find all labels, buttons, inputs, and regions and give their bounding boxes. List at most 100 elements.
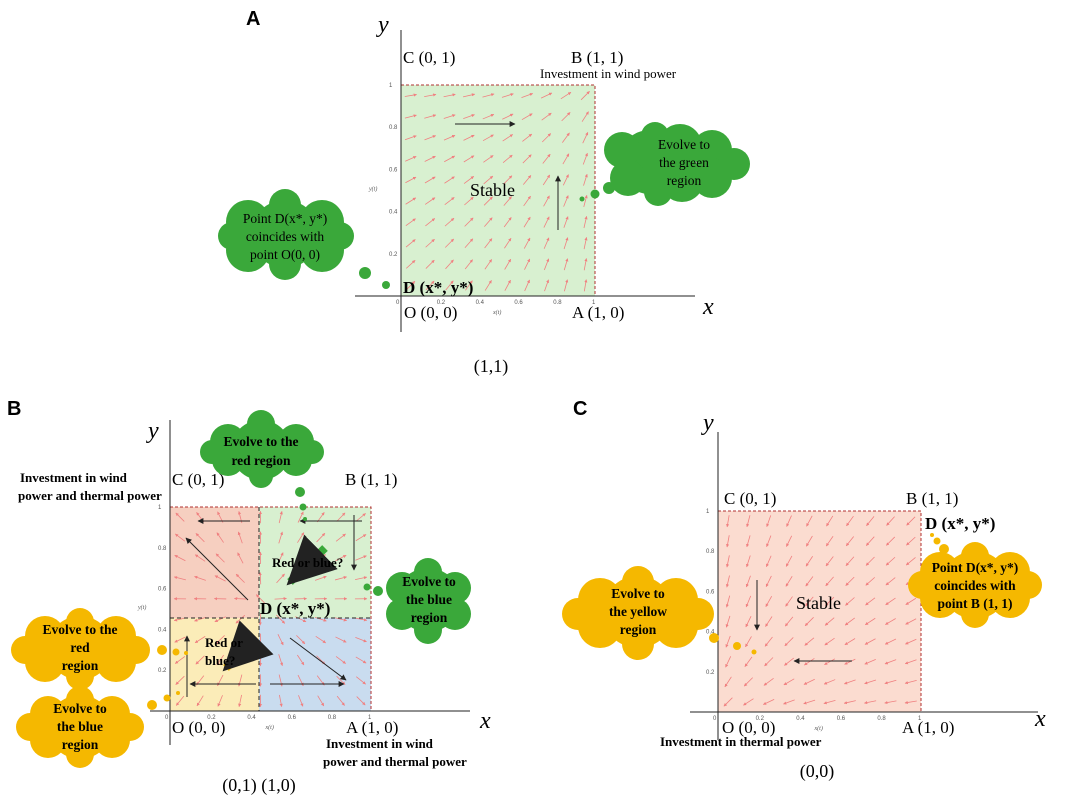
field-arrow	[214, 575, 226, 582]
field-arrow	[464, 259, 473, 270]
field-arrow	[865, 556, 875, 566]
field-arrow	[175, 512, 185, 522]
field-arrow	[277, 552, 284, 564]
panel-b-letter: B	[7, 398, 21, 420]
field-arrow	[235, 573, 245, 583]
y-tick-label: 0.8	[158, 546, 167, 552]
field-arrow	[905, 597, 917, 605]
field-arrow	[425, 259, 435, 269]
cloud-text-line-3: region	[62, 658, 99, 673]
x-tick-label: 1	[368, 715, 372, 721]
field-arrow	[463, 114, 475, 120]
field-arrow	[884, 638, 897, 645]
field-arrow	[803, 678, 815, 685]
cloud-text-line-2: coincides with	[934, 578, 1016, 593]
field-arrow	[503, 217, 512, 228]
panel-b-flow-arrows	[184, 515, 362, 697]
field-arrow	[278, 531, 284, 544]
field-arrow	[277, 634, 284, 646]
panel-b-point-d: D (x*, y*)	[260, 599, 330, 618]
field-arrow	[904, 700, 917, 705]
field-arrow	[864, 700, 877, 705]
field-arrow	[444, 155, 456, 163]
field-arrow	[504, 258, 512, 270]
panel-a-cloud-left: Point D(x*, y*) coincides with point O(0…	[218, 189, 390, 289]
panel-a-y-label: y	[376, 12, 389, 38]
field-arrow	[405, 239, 416, 248]
cloud-text-line-3: region	[667, 173, 702, 188]
panel-c-point-b: B (1, 1)	[906, 489, 958, 508]
field-arrow	[464, 217, 474, 227]
panel-c-point-a: A (1, 0)	[902, 718, 954, 737]
panel-b-y-label: y	[146, 418, 159, 444]
field-arrow	[885, 597, 896, 606]
field-arrow	[764, 657, 774, 667]
panel-b-x-label: x	[479, 708, 491, 734]
field-arrow	[745, 555, 751, 568]
field-arrow	[844, 638, 856, 646]
field-arrow	[562, 174, 569, 186]
field-arrow	[276, 614, 286, 624]
field-arrow	[745, 615, 752, 628]
field-arrow	[255, 594, 265, 604]
field-arrow	[884, 700, 897, 705]
field-arrow	[258, 572, 262, 585]
field-arrow	[543, 216, 550, 228]
field-arrow	[443, 135, 456, 141]
origin-tick-label: 0	[165, 715, 169, 721]
field-arrow	[745, 636, 752, 648]
field-arrow	[543, 195, 550, 207]
x-tick-label: 1	[918, 716, 922, 722]
field-arrow	[745, 595, 752, 608]
field-arrow	[483, 175, 494, 185]
field-arrow	[336, 512, 346, 522]
field-arrow	[404, 93, 417, 97]
field-arrow	[424, 93, 437, 98]
field-arrow	[562, 132, 570, 143]
field-arrow	[195, 655, 205, 665]
field-arrow	[805, 535, 813, 547]
field-arrow	[562, 153, 570, 165]
y-tick-label: 0.2	[706, 670, 715, 676]
cloud-text-line-2: red	[70, 640, 90, 655]
field-arrow	[865, 577, 876, 586]
panel-a-cloud-right: Evolve to the green region	[579, 122, 750, 206]
field-arrow	[195, 533, 205, 543]
field-arrow	[542, 153, 551, 164]
panel-c-region-title: Investment in thermal power	[660, 734, 822, 749]
field-arrow	[763, 677, 774, 686]
field-arrow	[174, 554, 186, 562]
field-arrow	[484, 238, 493, 249]
field-arrow	[194, 636, 206, 644]
field-arrow	[746, 535, 751, 548]
field-arrow	[784, 637, 794, 647]
x-tick-label: 0.2	[756, 716, 765, 722]
field-arrow	[521, 92, 534, 99]
cloud-text-line-3: point O(0, 0)	[250, 247, 320, 262]
field-arrow	[444, 238, 455, 248]
x-tick-label: 0.8	[553, 300, 562, 306]
panel-b-point-o: O (0, 0)	[172, 718, 225, 737]
y-axis-name: y(t)	[368, 186, 377, 193]
field-arrow	[483, 196, 493, 206]
panel-a-region-title: Investment in wind power	[540, 66, 677, 81]
field-arrow	[522, 154, 532, 164]
field-arrow	[404, 135, 417, 141]
field-arrow	[726, 535, 730, 548]
field-arrow	[583, 258, 588, 271]
field-arrow	[785, 555, 793, 567]
field-arrow	[463, 134, 475, 141]
field-arrow	[521, 113, 533, 121]
field-arrow	[583, 279, 588, 292]
field-arrow	[804, 658, 815, 666]
field-arrow	[905, 638, 917, 645]
field-arrow	[725, 635, 731, 648]
field-arrow	[583, 215, 588, 229]
field-arrow	[583, 194, 588, 207]
field-arrow	[885, 618, 896, 625]
field-arrow	[865, 597, 876, 606]
panel-b-cloud-top: Evolve to the red region	[200, 410, 324, 521]
field-arrow	[355, 656, 367, 664]
field-arrow	[824, 617, 835, 626]
